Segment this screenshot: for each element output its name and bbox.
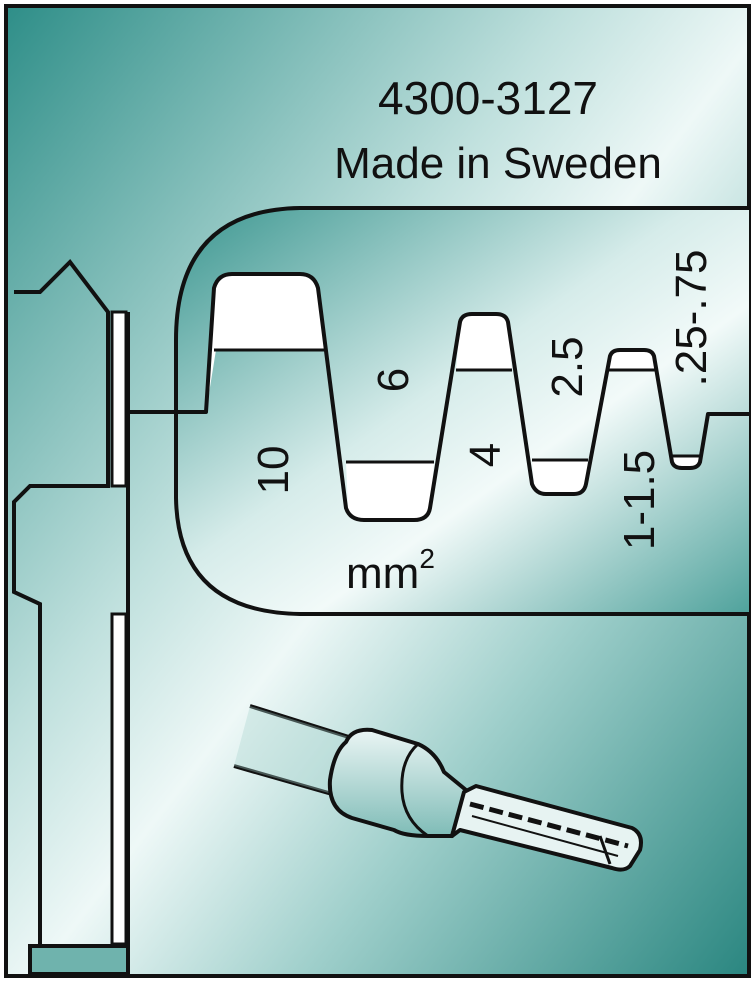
- size-label-025-075: .25-.75: [667, 250, 716, 387]
- unit-label: mm2: [346, 543, 435, 598]
- crimp-profile: [128, 272, 749, 522]
- size-label-10: 10: [249, 446, 298, 495]
- size-label-6: 6: [369, 368, 418, 392]
- wire-ferrule-icon: [233, 704, 643, 872]
- size-label-1-1-5: 1-1.5: [615, 450, 664, 550]
- unit-prefix: mm: [346, 549, 419, 598]
- left-rail: [12, 258, 130, 976]
- origin-label: Made in Sweden: [334, 139, 662, 188]
- part-number: 4300-3127: [378, 72, 598, 124]
- size-label-2-5: 2.5: [543, 336, 592, 397]
- size-label-4: 4: [461, 443, 510, 467]
- unit-exponent: 2: [419, 543, 435, 574]
